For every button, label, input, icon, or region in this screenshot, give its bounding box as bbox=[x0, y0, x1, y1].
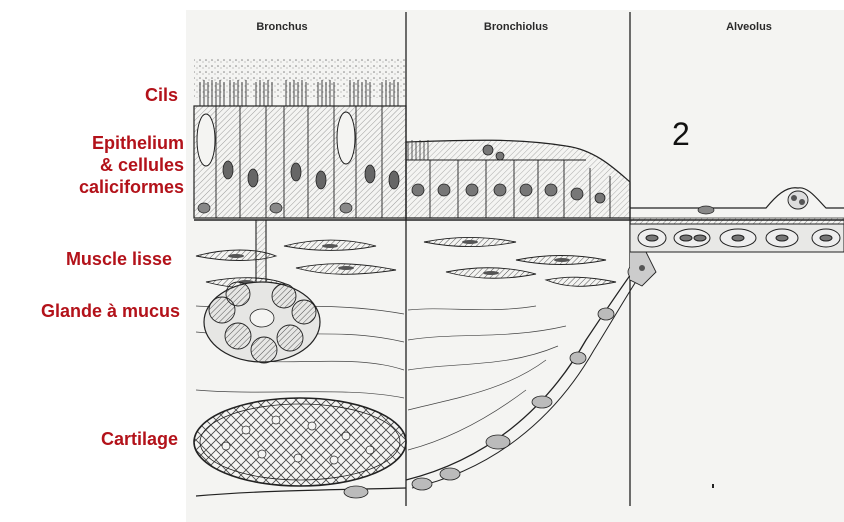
column-title-bronchiolus: Bronchiolus bbox=[484, 21, 548, 33]
cartilage-plate bbox=[194, 398, 406, 486]
label-cils: Cils bbox=[145, 84, 178, 106]
label-muscle-lisse: Muscle lisse bbox=[66, 248, 172, 270]
label-epithelium-line1: Epithelium bbox=[79, 132, 184, 154]
label-epithelium: Epithelium & cellules caliciformes bbox=[79, 132, 184, 198]
label-column: Cils Epithelium & cellules caliciformes … bbox=[0, 0, 190, 522]
epithelium-bronchus bbox=[194, 106, 406, 218]
label-epithelium-line2: & cellules bbox=[79, 154, 184, 176]
column-title-bronchus: Bronchus bbox=[256, 21, 307, 33]
specimen-speck bbox=[712, 484, 714, 488]
column-title-alveolus: Alveolus bbox=[726, 21, 772, 33]
label-cartilage: Cartilage bbox=[101, 428, 178, 450]
histology-illustration: Bronchus Bronchiolus Alveolus bbox=[186, 10, 844, 522]
label-epithelium-line3: caliciformes bbox=[79, 176, 184, 198]
mucus-layer bbox=[194, 58, 406, 98]
slide-number-marker: 2 bbox=[672, 118, 690, 150]
histology-drawing: Bronchus Bronchiolus Alveolus bbox=[186, 10, 844, 522]
capillary-row bbox=[630, 224, 844, 252]
label-glande-mucus: Glande à mucus bbox=[41, 300, 180, 322]
